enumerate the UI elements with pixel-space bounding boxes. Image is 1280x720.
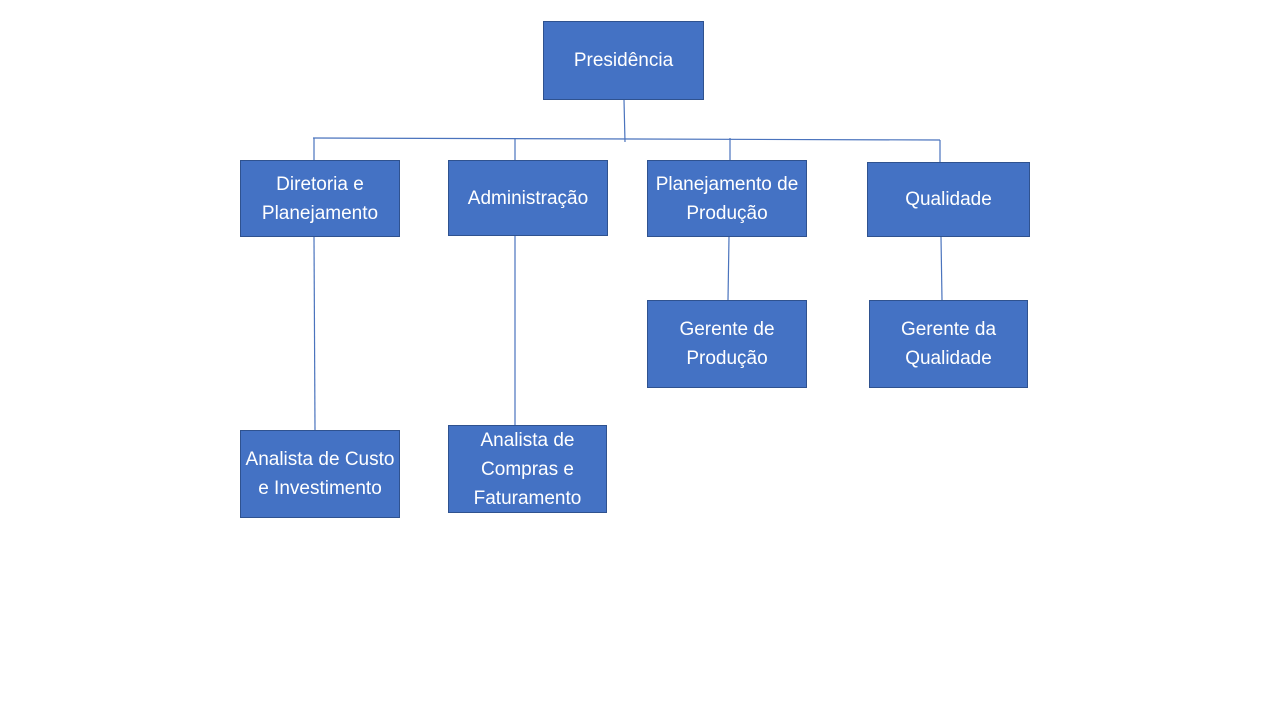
- node-gerente-producao: Gerente de Produção: [647, 300, 807, 388]
- node-label: Gerente da Qualidade: [900, 319, 997, 369]
- node-label: Planejamento de Produção: [655, 173, 799, 224]
- node-label: Gerente de Produção: [679, 319, 775, 369]
- node-label: Diretoria e Planejamento: [261, 173, 379, 224]
- node-presidencia: Presidência: [543, 21, 704, 100]
- connector-diretoria-analista: [313, 236, 316, 431]
- node-diretoria-planejamento: Diretoria e Planejamento: [240, 160, 400, 237]
- node-label: Qualidade: [905, 189, 992, 210]
- connector-qualidade-gerente: [940, 236, 943, 301]
- node-administracao: Administração: [448, 160, 608, 236]
- node-analista-compras-faturamento: Analista de Compras e Faturamento: [448, 425, 607, 513]
- node-label: Analista de Compras e Faturamento: [473, 429, 582, 509]
- connector-presidencia-down: [623, 99, 626, 143]
- connector-planejamento-gerente: [727, 236, 730, 301]
- node-analista-custo-investimento: Analista de Custo e Investimento: [240, 430, 400, 518]
- connector-horizontal-bar: [312, 137, 941, 141]
- node-label: Administração: [467, 187, 589, 209]
- node-label: Analista de Custo e Investimento: [245, 449, 395, 499]
- node-qualidade: Qualidade: [867, 162, 1030, 237]
- node-label: Presidência: [573, 50, 674, 71]
- node-planejamento-producao: Planejamento de Produção: [647, 160, 807, 237]
- node-gerente-qualidade: Gerente da Qualidade: [869, 300, 1028, 388]
